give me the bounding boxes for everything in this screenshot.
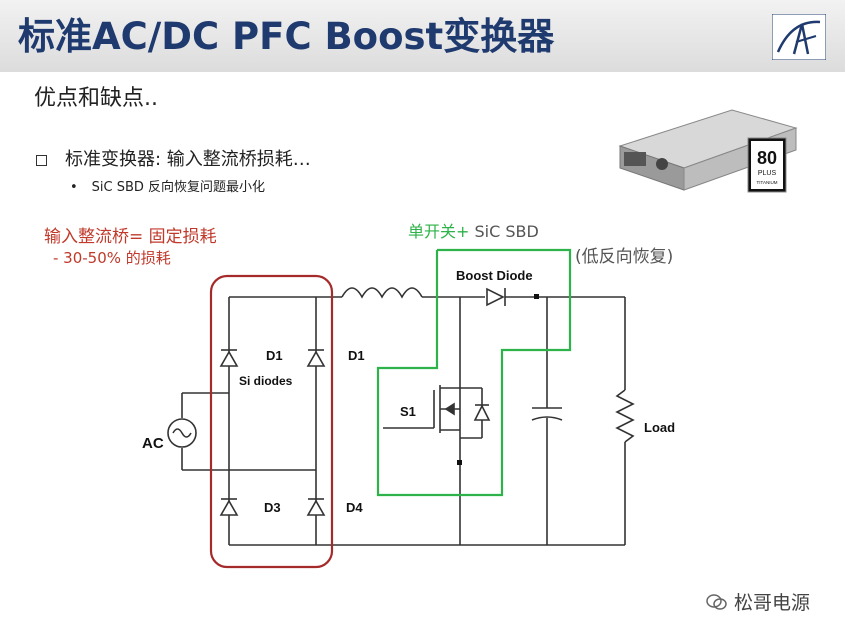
annotation-single-switch: 单开关+ SiC SBD bbox=[408, 218, 539, 242]
bullet-main-text: 标准变换器: 输入整流桥损耗… bbox=[65, 149, 311, 170]
output-capacitor-plate-bottom bbox=[531, 416, 563, 421]
square-bullet-icon bbox=[36, 154, 47, 166]
single-switch-highlight-path bbox=[376, 248, 572, 497]
watermark: 松哥电源 bbox=[706, 588, 810, 615]
power-supply-image: 80 PLUS TITANIUM bbox=[618, 109, 798, 193]
slide-title: 标准AC/DC PFC Boost变换器 bbox=[18, 15, 555, 58]
label-s1: S1 bbox=[400, 404, 416, 419]
label-boost-diode: Boost Diode bbox=[456, 268, 533, 283]
80-plus-titanium-badge: 80 PLUS TITANIUM bbox=[747, 137, 787, 193]
load-resistor bbox=[615, 389, 635, 443]
slide-header: 标准AC/DC PFC Boost变换器 bbox=[0, 0, 845, 73]
label-si-diodes: Si diodes bbox=[239, 374, 293, 388]
watermark-text: 松哥电源 bbox=[734, 592, 811, 614]
company-logo-icon bbox=[772, 14, 826, 60]
bullet-sub: • SiC SBD 反向恢复问题最小化 bbox=[70, 176, 265, 195]
label-load: Load bbox=[644, 420, 676, 435]
annotation-sic-sbd: SiC SBD bbox=[474, 222, 539, 241]
diode-d1-left bbox=[219, 350, 239, 367]
mosfet-body-diode bbox=[473, 404, 491, 421]
boost-inductor bbox=[341, 287, 423, 299]
badge-grade: TITANIUM bbox=[757, 180, 778, 185]
annotation-rectifier-loss: 输入整流桥= 固定损耗 bbox=[44, 227, 217, 247]
bullet-sub-text: SiC SBD 反向恢复问题最小化 bbox=[91, 180, 266, 195]
slide-subtitle: 优点和缺点.. bbox=[34, 86, 158, 111]
node-dot-top bbox=[534, 294, 539, 299]
label-d1-inner: D1 bbox=[266, 348, 283, 363]
annotation-low-reverse-recovery: (低反向恢复) bbox=[575, 247, 674, 267]
diode-d3 bbox=[219, 499, 239, 516]
mosfet-arrow bbox=[444, 402, 455, 416]
bullet-main: 标准变换器: 输入整流桥损耗… bbox=[36, 145, 311, 171]
label-ac: AC bbox=[142, 435, 164, 452]
label-d3: D3 bbox=[264, 500, 281, 515]
bullet-dot: • bbox=[70, 180, 78, 195]
wechat-icon bbox=[706, 594, 727, 610]
node-dot-bottom bbox=[457, 460, 462, 465]
badge-plus: PLUS bbox=[758, 170, 777, 177]
label-d1-outer: D1 bbox=[348, 348, 365, 363]
diode-d4 bbox=[306, 499, 326, 516]
rectifier-highlight-box bbox=[209, 274, 334, 569]
label-d4: D4 bbox=[346, 500, 363, 515]
ac-source-icon bbox=[167, 418, 197, 448]
boost-diode bbox=[486, 287, 505, 307]
badge-number: 80 bbox=[757, 148, 777, 168]
diode-d1-right bbox=[306, 350, 326, 367]
annotation-single-switch-text: 单开关+ bbox=[408, 222, 475, 241]
annotation-rectifier-loss-pct: - 30-50% 的损耗 bbox=[53, 249, 171, 267]
